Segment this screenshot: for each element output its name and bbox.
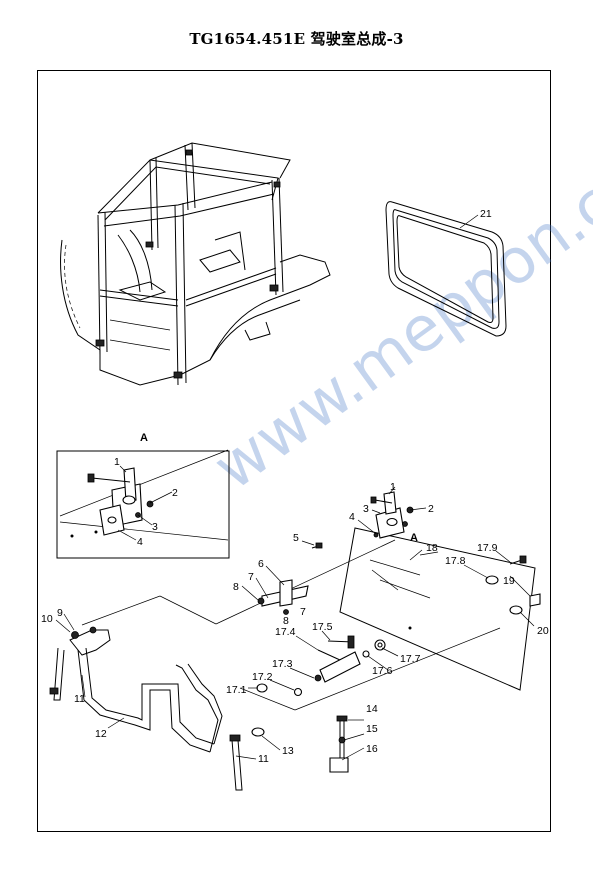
callout-labels: A A 1 2 3 4 1 2 3 4 5 6 7 7 8 8 9 10 11 … <box>41 208 549 765</box>
callout-17-5: 17.5 <box>312 621 333 633</box>
drawing-frame <box>37 70 551 832</box>
callout-11-right: 11 <box>258 753 269 765</box>
callout-12: 12 <box>95 728 107 740</box>
callout-7-upper: 7 <box>248 571 254 583</box>
leader-lines <box>55 465 535 761</box>
callout-21: 21 <box>480 208 492 220</box>
callout-17-7: 17.7 <box>400 653 421 665</box>
callout-13: 13 <box>282 745 294 757</box>
detail-callout-label: A <box>410 532 418 544</box>
callout-4-detail: 4 <box>137 536 143 548</box>
callout-18: 18 <box>426 542 438 554</box>
callout-17-6: 17.6 <box>372 665 393 677</box>
callout-6: 6 <box>258 558 264 570</box>
callout-2-detail: 2 <box>172 487 178 499</box>
callout-11-left: 11 <box>74 693 85 705</box>
cab-frame-drawing <box>60 142 331 386</box>
detail-view-label: A <box>140 432 148 444</box>
callout-10: 10 <box>41 613 53 625</box>
callout-5: 5 <box>293 532 299 544</box>
callout-8-lower: 8 <box>283 615 289 627</box>
callout-8-left: 8 <box>233 581 239 593</box>
callout-17-2: 17.2 <box>252 671 273 683</box>
callout-14: 14 <box>366 703 378 715</box>
callout-20: 20 <box>537 625 549 637</box>
callout-17-9: 17.9 <box>477 542 498 554</box>
detail-view-a-drawing <box>59 449 229 541</box>
callout-17-8: 17.8 <box>445 555 466 567</box>
callout-1-detail: 1 <box>114 456 120 468</box>
callout-4: 4 <box>349 511 355 523</box>
detail-view-a-box <box>56 450 230 559</box>
callout-9: 9 <box>57 607 63 619</box>
callout-7-lower: 7 <box>300 606 306 618</box>
window-seal-21 <box>385 201 507 337</box>
callout-3: 3 <box>363 503 369 515</box>
callout-16: 16 <box>366 743 378 755</box>
door-assembly-drawing <box>49 491 541 791</box>
callout-17-3: 17.3 <box>272 658 293 670</box>
callout-2: 2 <box>428 503 434 515</box>
callout-17-4: 17.4 <box>275 626 296 638</box>
page-title: TG1654.451E 驾驶室总成-3 <box>189 30 404 48</box>
callout-19: 19 <box>503 575 515 587</box>
callout-15: 15 <box>366 723 378 735</box>
callout-3-detail: 3 <box>152 521 158 533</box>
callout-1: 1 <box>390 481 396 493</box>
callout-17-1: 17.1 <box>226 684 247 696</box>
